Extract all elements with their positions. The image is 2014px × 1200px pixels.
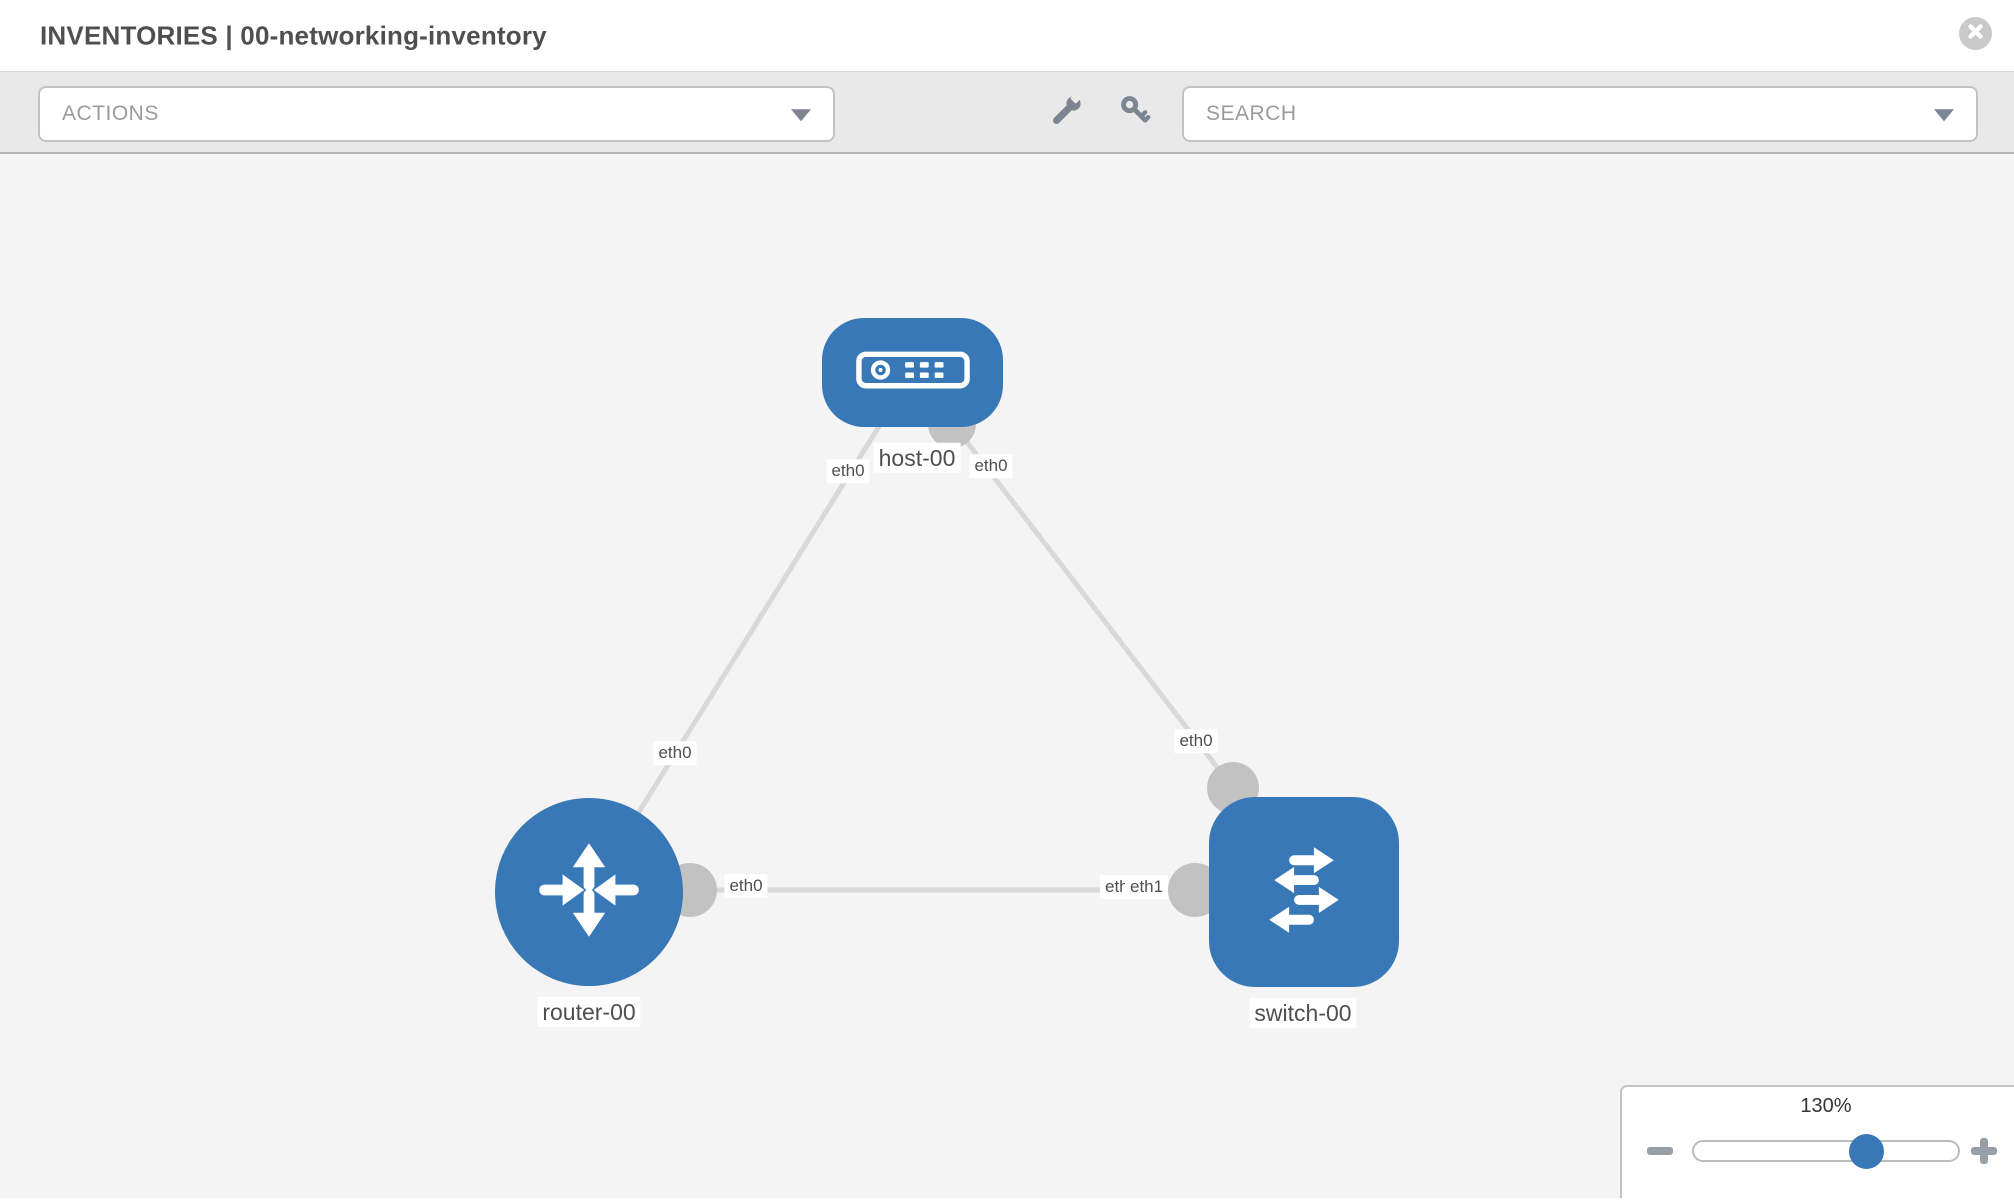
interface-label-host-right: eth0 <box>969 454 1013 478</box>
window-header: INVENTORIES | 00-networking-inventory <box>0 0 2014 72</box>
configure-button[interactable] <box>1045 90 1089 134</box>
switch-icon <box>1242 828 1366 957</box>
minus-icon <box>1647 1147 1673 1155</box>
topology-links <box>586 370 1304 894</box>
close-button[interactable] <box>1959 17 1992 50</box>
link-router-host[interactable] <box>586 370 916 894</box>
router-label: router-00 <box>537 996 641 1028</box>
actions-dropdown-label: ACTIONS <box>62 102 159 125</box>
page-title: INVENTORIES | 00-networking-inventory <box>40 20 547 50</box>
switch-label: switch-00 <box>1249 997 1357 1029</box>
credentials-button[interactable] <box>1113 90 1157 134</box>
key-icon <box>1118 93 1152 132</box>
interface-label-router-host: eth0 <box>653 741 697 765</box>
wrench-icon <box>1050 91 1084 132</box>
interface-label-host-left: eth0 <box>826 459 870 483</box>
topology-toolbar: ACTIONS SEARCH <box>0 72 2014 154</box>
router-icon <box>529 830 649 955</box>
search-dropdown[interactable]: SEARCH <box>1182 86 1978 142</box>
node-host-00[interactable] <box>822 318 1003 427</box>
zoom-out-button[interactable] <box>1646 1137 1674 1165</box>
interface-label-host-switch: eth0 <box>1174 729 1218 753</box>
zoom-slider-handle[interactable] <box>1849 1134 1884 1169</box>
host-label: host-00 <box>873 442 961 474</box>
topology-canvas[interactable]: host-00 router-00 switch-00 eth0 eth0 et… <box>0 154 2014 1198</box>
close-icon <box>1967 23 1984 45</box>
zoom-control-panel: 130% <box>1620 1085 2014 1198</box>
zoom-slider-track[interactable] <box>1692 1134 1960 1169</box>
plus-icon <box>1971 1138 1997 1164</box>
node-router-00[interactable] <box>495 798 683 986</box>
search-dropdown-label: SEARCH <box>1206 102 1297 125</box>
actions-dropdown[interactable]: ACTIONS <box>38 86 835 142</box>
zoom-percentage: 130% <box>1800 1095 1852 1117</box>
interface-label-rs-router: eth0 <box>724 874 768 898</box>
chevron-down-icon <box>791 109 811 122</box>
node-switch-00[interactable] <box>1209 797 1399 987</box>
host-icon <box>854 345 972 400</box>
interface-label-rs-switch-over: eth1 <box>1125 875 1169 899</box>
zoom-in-button[interactable] <box>1970 1137 1998 1165</box>
chevron-down-icon <box>1934 109 1954 122</box>
